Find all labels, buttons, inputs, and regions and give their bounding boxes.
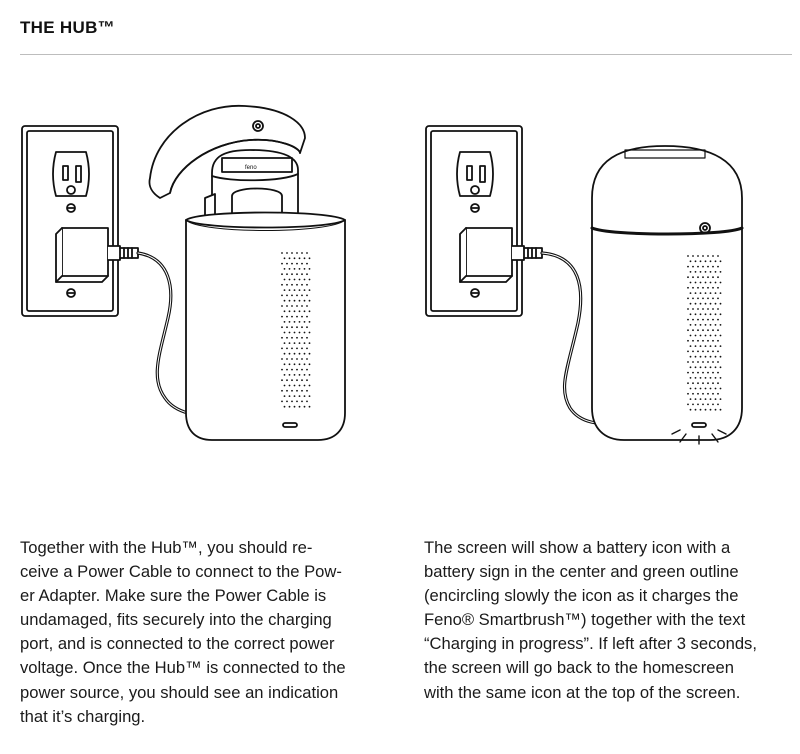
illustration-hub-closed bbox=[425, 125, 744, 445]
hub-lid bbox=[148, 104, 306, 199]
svg-text:feno: feno bbox=[245, 165, 257, 171]
wall-outlet-icon bbox=[425, 125, 523, 317]
hub-setup-description: Together with the Hub™, you should re- c… bbox=[20, 538, 346, 726]
hub-closed-body bbox=[590, 145, 744, 441]
hub-base bbox=[185, 211, 346, 441]
speaker-grille: /* placeholder to keep structure */ bbox=[281, 252, 311, 408]
speaker-grille bbox=[687, 255, 722, 411]
header-divider bbox=[20, 54, 792, 55]
wall-outlet-icon bbox=[21, 125, 119, 317]
power-adapter-icon bbox=[459, 227, 543, 283]
power-adapter-icon bbox=[55, 227, 139, 283]
charging-indicator-rays bbox=[671, 429, 727, 445]
page-title: THE HUB™ bbox=[20, 18, 115, 37]
charging-screen-description: The screen will show a battery icon with… bbox=[424, 538, 757, 702]
illustration-hub-open: feno /* placeholder to keep structure */ bbox=[21, 104, 346, 441]
